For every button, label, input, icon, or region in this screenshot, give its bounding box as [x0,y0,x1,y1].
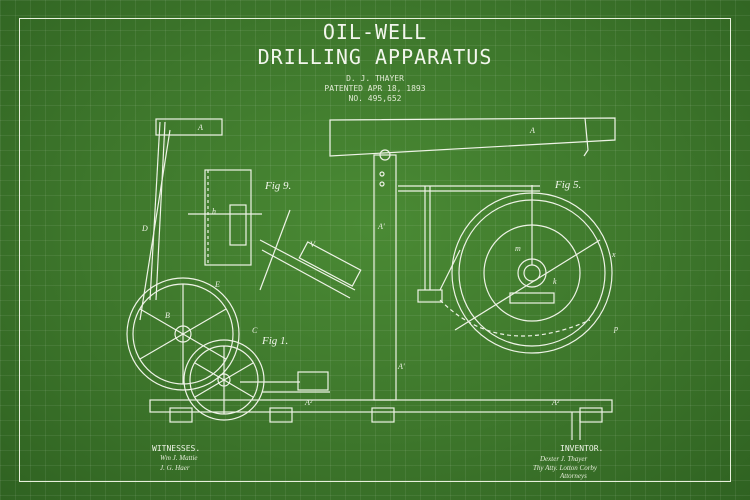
label-a-top: A [198,123,203,132]
small-gear-wheel [183,339,265,421]
title-line-1: OIL-WELL [322,20,428,44]
label-m: m [515,244,521,253]
label-k: k [553,277,557,286]
label-a-base: A² [305,398,313,407]
inventor-signature-2: Thy Atty. Lotton Corby [533,464,598,472]
label-v: V [310,240,315,249]
inventor-label: INVENTOR. [560,444,604,453]
witness-signature-2: J. G. Haer [160,464,190,472]
title-line-2: DRILLING APPARATUS [257,45,493,69]
label-a-post: A' [378,222,385,231]
label-a-post-2: A' [398,362,405,371]
inventor-signature-1: Dexter J. Thayer [540,455,588,463]
witnesses-label: WITNESSES. [152,444,201,453]
fig9-mechanism [188,169,362,299]
label-b: B [165,311,170,320]
page-border [19,18,731,482]
label-p: p [614,324,618,333]
fig9-label: Fig 9. [265,180,292,192]
large-gear-wheel [126,277,240,391]
label-e: E [215,280,220,289]
fig5-label: Fig 5. [555,179,582,191]
patent-date: PATENTED APR 18, 1893 [324,84,426,93]
witness-signature-1: Wm J. Mattie [160,454,198,462]
fig1-label: Fig 1. [262,335,289,347]
patent-number: NO. 495,652 [348,94,402,103]
band-wheel [398,185,613,354]
piston-assembly [240,371,330,393]
label-c: C [252,326,258,335]
inventor-signature-3: Attorneys [560,472,587,480]
inventor-name: D. J. THAYER [346,74,404,83]
label-a-beam: A [530,126,535,135]
label-h: h [212,207,216,216]
label-d: D [142,224,148,233]
label-a-base-2: A² [552,398,560,407]
samson-post [373,149,397,401]
left-mast [139,118,223,321]
label-x: x [612,250,616,259]
walking-beam [329,117,616,157]
